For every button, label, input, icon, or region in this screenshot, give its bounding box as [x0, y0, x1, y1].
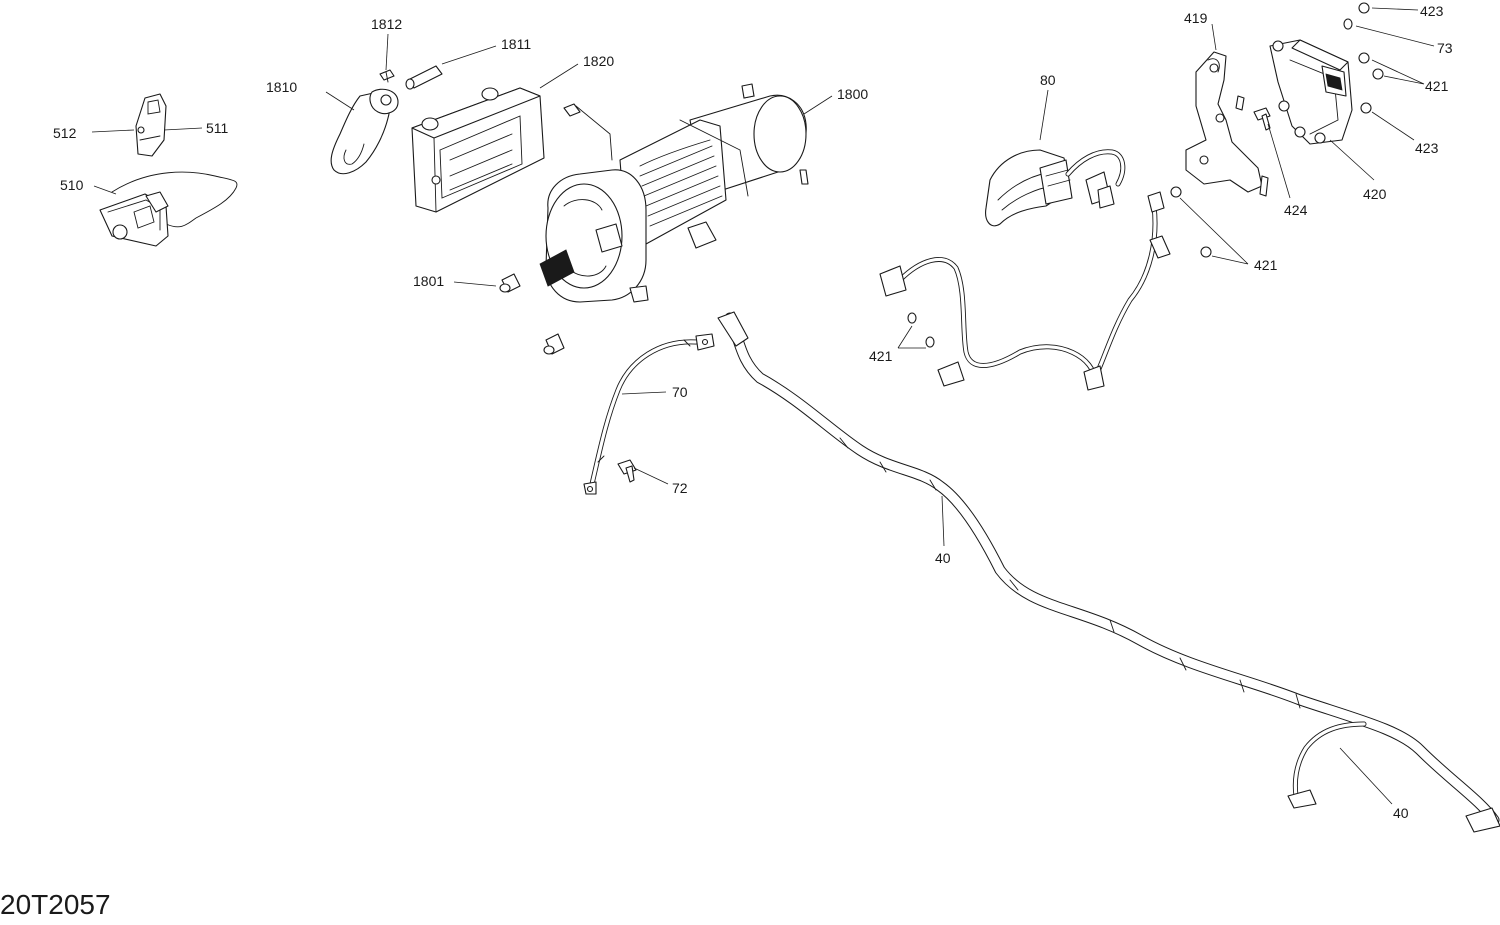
- callout-420: 420: [1363, 186, 1387, 202]
- callout-423-lower: 423: [1415, 140, 1439, 156]
- callout-510: 510: [60, 177, 84, 193]
- callout-1800: 1800: [837, 86, 868, 102]
- callout-73: 73: [1437, 40, 1453, 56]
- contactor-harness[interactable]: [879, 149, 1171, 391]
- callout-511: 511: [206, 120, 229, 136]
- nut-contactor-421-b[interactable]: [1200, 246, 1212, 258]
- callout-1811: 1811: [501, 36, 531, 52]
- callout-labels: 1812 1811 1810 1820 1800 1801 512 511 51…: [53, 3, 1453, 821]
- bracket-screw[interactable]: [137, 126, 145, 134]
- nut-423-top[interactable]: [1358, 2, 1370, 14]
- remote-switch-bracket[interactable]: [135, 93, 167, 157]
- hook-clip[interactable]: [379, 69, 395, 83]
- winch-contactor[interactable]: [1269, 39, 1353, 145]
- callout-1820: 1820: [583, 53, 614, 69]
- callout-424: 424: [1284, 202, 1308, 218]
- winch-mounting-bolt-lower[interactable]: [543, 333, 565, 355]
- remote-switch-assembly[interactable]: [99, 171, 238, 247]
- callout-421-contactor: 421: [1254, 257, 1278, 273]
- winch-cable-short[interactable]: [583, 333, 715, 495]
- main-winch-harness[interactable]: [717, 311, 1500, 833]
- washer-73[interactable]: [1343, 18, 1353, 30]
- callout-80: 80: [1040, 72, 1056, 88]
- callout-421-harness: 421: [869, 348, 893, 364]
- roller-fairlead[interactable]: [411, 87, 545, 213]
- cable-screw[interactable]: [617, 459, 637, 483]
- nut-harness-421-b[interactable]: [925, 336, 935, 348]
- callout-40-branch: 40: [1393, 805, 1409, 821]
- callout-423-top: 423: [1420, 3, 1444, 19]
- figure-code: 20T2057: [0, 889, 111, 920]
- callout-419: 419: [1184, 10, 1208, 26]
- winch-hook[interactable]: [330, 88, 399, 175]
- hook-pin[interactable]: [405, 65, 443, 90]
- callout-1810: 1810: [266, 79, 297, 95]
- callout-72: 72: [672, 480, 688, 496]
- nut-421-right-b[interactable]: [1372, 68, 1384, 80]
- contactor-bracket[interactable]: [1185, 51, 1269, 197]
- callout-1801: 1801: [413, 273, 444, 289]
- contactor-screw[interactable]: [1253, 107, 1271, 131]
- nut-423-lower[interactable]: [1360, 102, 1372, 114]
- nut-harness-421-a[interactable]: [907, 312, 917, 324]
- nut-421-right-a[interactable]: [1358, 52, 1370, 64]
- callout-421-right: 421: [1425, 78, 1449, 94]
- winch-assembly[interactable]: [539, 83, 809, 303]
- leader-lines: [91, 7, 1435, 805]
- callout-70: 70: [672, 384, 688, 400]
- callout-1812: 1812: [371, 16, 402, 32]
- callout-512: 512: [53, 125, 77, 141]
- nut-contactor-421-a[interactable]: [1170, 186, 1182, 198]
- callout-40-main: 40: [935, 550, 951, 566]
- winch-mounting-bolt-upper[interactable]: [499, 273, 521, 293]
